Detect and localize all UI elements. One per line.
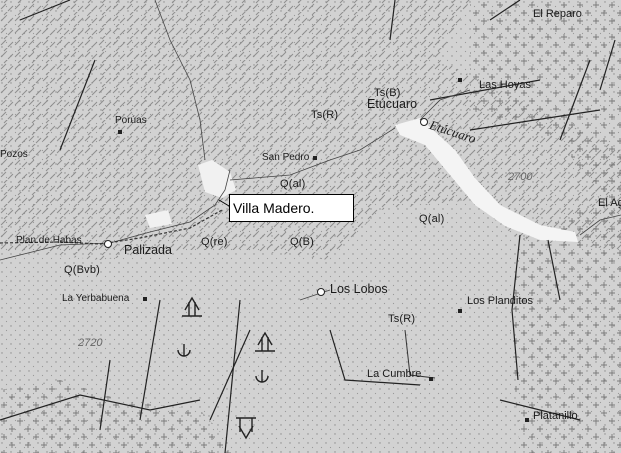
place-los-planditos: Los Planditos: [467, 295, 534, 307]
unit-ts-b: Ts(B): [374, 87, 401, 99]
settlement-marker[interactable]: [429, 377, 433, 381]
place-platanillo: Platanillo: [533, 410, 578, 422]
place-las-hoyas: Las Hoyas: [479, 79, 531, 91]
dashed-rock-unit: [0, 0, 621, 260]
place-pozos: Pozos: [0, 149, 28, 160]
place-la-yerbabuena: La Yerbabuena: [62, 293, 130, 304]
settlement-marker[interactable]: [313, 156, 317, 160]
unit-ts-r-south: Ts(R): [388, 313, 416, 325]
place-etucuaro: Etúcuaro: [367, 97, 418, 111]
place-el-ag: El Ag: [598, 197, 621, 209]
drainage-lines: [0, 0, 621, 301]
settlement-marker[interactable]: [458, 78, 462, 82]
settlement-marker[interactable]: [458, 309, 462, 313]
settlement-marker[interactable]: [118, 130, 122, 134]
road: [404, 329, 436, 379]
place-plan-de-habas: Plan de Habas: [16, 235, 82, 246]
settlement-marker[interactable]: [525, 418, 529, 422]
alluvium-patch: [198, 160, 236, 198]
town-marker[interactable]: [104, 240, 112, 248]
place-san-pedro: San Pedro: [262, 152, 310, 163]
alluvium-patch: [145, 210, 172, 228]
callout-leader: [218, 199, 230, 207]
place-la-cumbre: La Cumbre: [367, 368, 422, 380]
elevation-label: 2700: [508, 171, 533, 183]
unit-q-al-east: Q(al): [419, 213, 445, 225]
place-palizada: Palizada: [124, 243, 172, 257]
town-marker[interactable]: [420, 118, 428, 126]
elevation-label: 2720: [78, 337, 103, 349]
place-el-reparo: El Reparo: [533, 8, 582, 20]
road: [0, 209, 223, 245]
unit-q-bvb: Q(Bvb): [64, 264, 101, 276]
cross-rock-unit-southwest: [0, 380, 240, 453]
settlement-marker[interactable]: [143, 297, 147, 301]
cross-rock-unit-east: [470, 0, 621, 453]
town-marker[interactable]: [317, 288, 325, 296]
unit-ts-r-north: Ts(R): [311, 109, 339, 121]
place-porues: Porúas: [115, 115, 147, 126]
fold-symbols[interactable]: [177, 296, 275, 440]
place-los-lobos: Los Lobos: [330, 282, 388, 296]
unit-q-b: Q(B): [290, 236, 315, 248]
unit-q-al-center: Q(al): [280, 178, 306, 190]
unit-q-re: Q(re): [201, 236, 228, 248]
villa-madero-callout[interactable]: Villa Madero.: [229, 194, 354, 222]
alluvium-valley: [395, 118, 578, 242]
